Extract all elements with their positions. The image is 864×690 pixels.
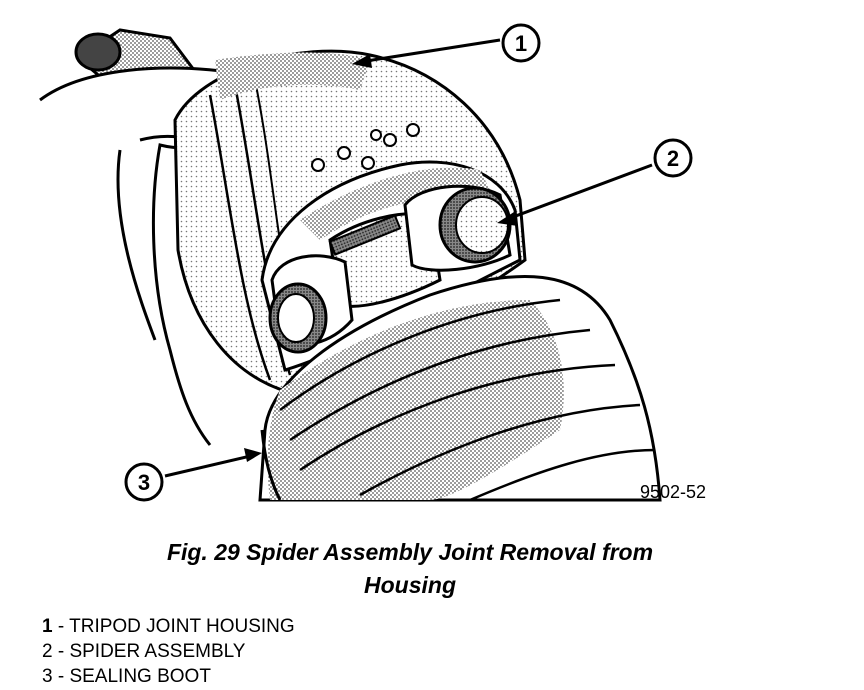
sealing-boot bbox=[258, 274, 662, 502]
callout-2: 2 bbox=[497, 138, 693, 226]
legend-item: 3 - SEALING BOOT bbox=[42, 664, 295, 689]
legend: 1 - TRIPOD JOINT HOUSING 2 - SPIDER ASSE… bbox=[42, 614, 295, 689]
callout-1-label: 1 bbox=[515, 31, 527, 56]
callout-2-label: 2 bbox=[667, 146, 679, 171]
legend-item: 1 - TRIPOD JOINT HOUSING bbox=[42, 614, 295, 639]
joint-illustration: 1 2 3 bbox=[39, 23, 693, 502]
spider-assembly bbox=[268, 184, 512, 354]
caption-line-2: Housing bbox=[364, 572, 456, 598]
figure-caption: Fig. 29 Spider Assembly Joint Removal fr… bbox=[60, 536, 760, 602]
legend-text: - SPIDER ASSEMBLY bbox=[52, 641, 246, 662]
legend-number: 1 bbox=[42, 616, 53, 637]
legend-number: 2 bbox=[42, 641, 53, 662]
callout-3: 3 bbox=[124, 448, 262, 502]
legend-number: 3 bbox=[42, 666, 53, 687]
figure-code: 9502-52 bbox=[640, 482, 707, 502]
legend-text: - SEALING BOOT bbox=[52, 666, 211, 687]
legend-text: - TRIPOD JOINT HOUSING bbox=[52, 616, 295, 637]
caption-line-1: Fig. 29 Spider Assembly Joint Removal fr… bbox=[166, 539, 654, 565]
callout-3-label: 3 bbox=[138, 470, 150, 495]
legend-item: 2 - SPIDER ASSEMBLY bbox=[42, 639, 295, 664]
callout-1: 1 bbox=[352, 23, 541, 68]
